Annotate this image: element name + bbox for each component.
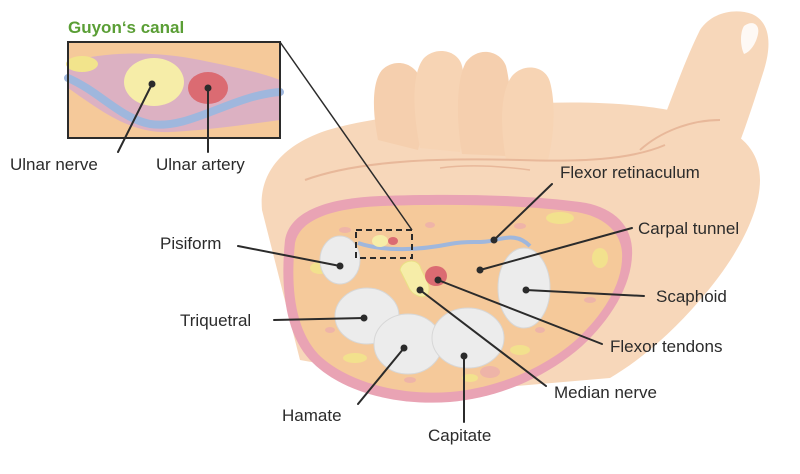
label-ulnar-artery: Ulnar artery (156, 155, 245, 174)
label-flexor-retinaculum: Flexor retinaculum (560, 163, 700, 182)
pisiform-bone (319, 235, 361, 285)
label-triquetral: Triquetral (180, 311, 251, 330)
label-median-nerve: Median nerve (554, 383, 657, 402)
label-ulnar-nerve: Ulnar nerve (10, 155, 98, 174)
label-hamate: Hamate (282, 406, 342, 425)
label-pisiform: Pisiform (160, 234, 221, 253)
leader-lines (117, 80, 645, 423)
wrist-cross-section (283, 194, 633, 403)
hamate-bone (373, 313, 443, 375)
capitate-bone (431, 307, 505, 369)
label-flexor-tendons: Flexor tendons (610, 337, 722, 356)
label-carpal-tunnel: Carpal tunnel (638, 219, 739, 238)
label-scaphoid: Scaphoid (656, 287, 727, 306)
diagram-title: Guyon‘s canal (68, 18, 184, 37)
guyons-canal-inset (64, 41, 284, 139)
label-capitate: Capitate (428, 426, 491, 445)
